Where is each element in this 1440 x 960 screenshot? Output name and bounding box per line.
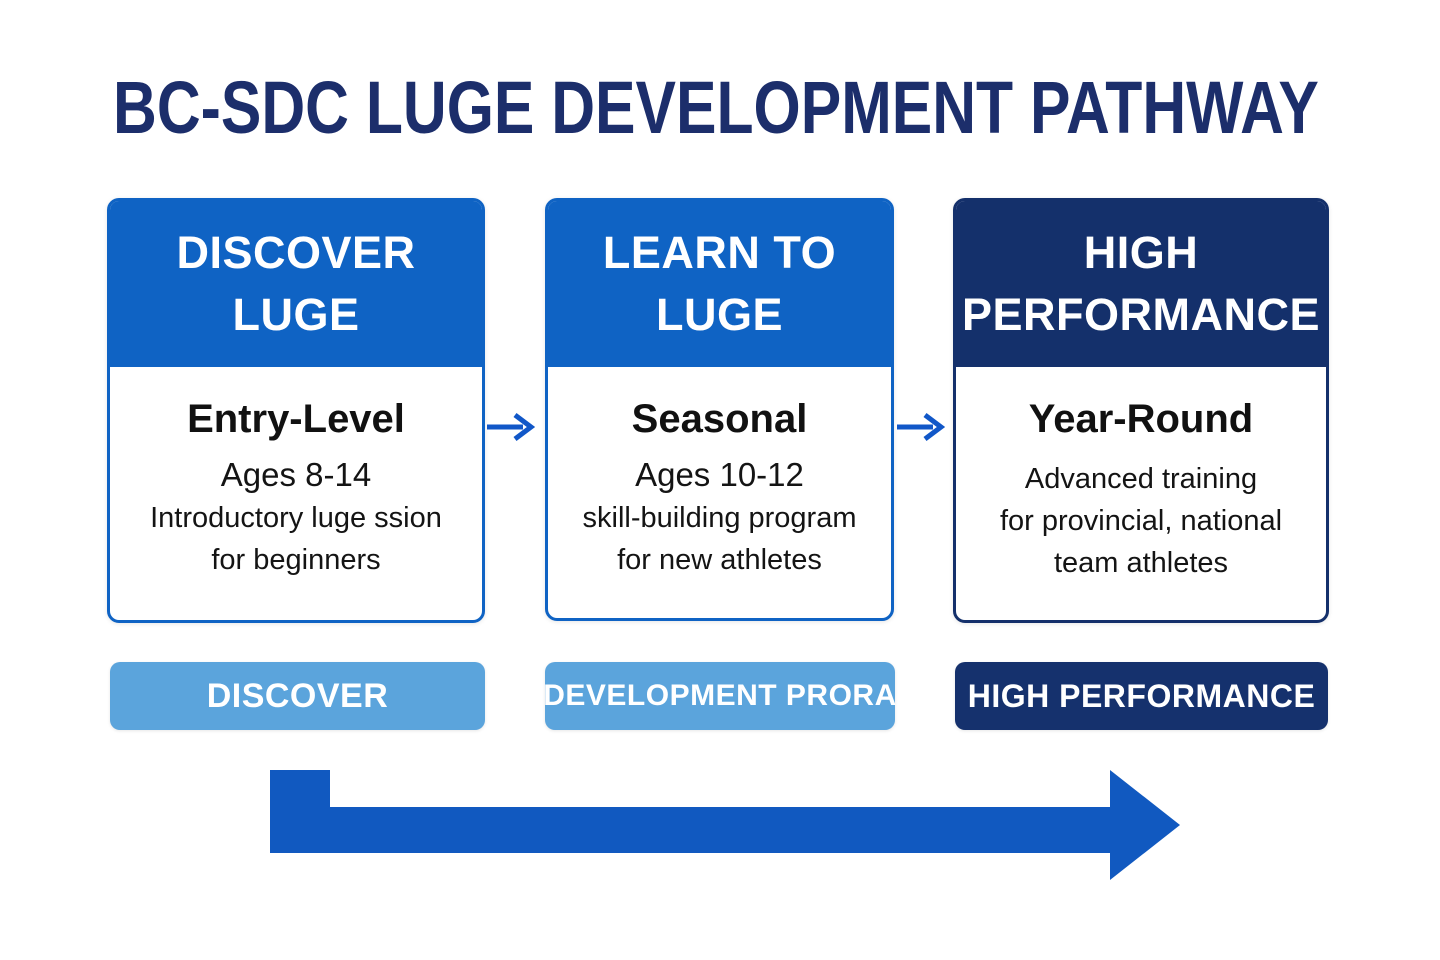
stage-badge-label: HIGH PERFORMANCE — [967, 677, 1316, 714]
stage-subtitle: Year-Round — [1028, 397, 1254, 441]
stage-description: Introductory luge ssion for beginners — [110, 497, 482, 581]
stage-card-discover-luge: DISCOVER LUGE Entry-Level Ages 8-14 Intr… — [107, 198, 485, 623]
page-title: BC-SDC LUGE DEVELOPMENT PATHWAY — [113, 66, 1319, 149]
stage-body: Year-Round Advanced training for provinc… — [956, 397, 1326, 584]
stage-ages: Ages 10-12 — [635, 456, 804, 493]
stage-header: DISCOVER LUGE — [110, 201, 482, 367]
stage-description-line: Introductory luge ssion — [150, 502, 442, 534]
stage-description-line: for beginners — [211, 544, 381, 576]
stage-badge-label: DEVELOPMENT PRORA — [543, 679, 897, 712]
stage-description-line: skill-building program — [582, 502, 857, 534]
stage-description-line: for new athletes — [617, 544, 822, 576]
stage-subtitle: Seasonal — [631, 397, 808, 441]
pathway-arrow-icon — [270, 770, 1180, 880]
stage-header-line: LUGE — [655, 289, 783, 340]
stage-header-line: HIGH — [1083, 227, 1199, 278]
stage-description: skill-building program for new athletes — [548, 497, 891, 581]
stage-header-line: PERFORMANCE — [961, 289, 1320, 340]
stage-badge-development: DEVELOPMENT PRORA — [543, 662, 897, 730]
stage-body: Entry-Level Ages 8-14 Introductory luge … — [110, 397, 482, 581]
stage-description: Advanced training for provincial, nation… — [956, 458, 1326, 584]
stage-ages: Ages 8-14 — [220, 456, 372, 493]
stage-header-line: LEARN TO — [602, 227, 837, 278]
stage-header-line: DISCOVER — [176, 227, 416, 278]
stage-header: HIGH PERFORMANCE — [956, 201, 1326, 367]
stage-header-line: LUGE — [232, 289, 360, 340]
arrow-right-icon — [487, 413, 535, 441]
stage-badge-high-performance: HIGH PERFORMANCE — [955, 662, 1328, 730]
stage-subtitle: Entry-Level — [187, 397, 405, 441]
stage-badge-discover: DISCOVER — [110, 662, 485, 730]
stage-card-high-performance: HIGH PERFORMANCE Year-Round Advanced tra… — [953, 198, 1329, 623]
stage-badge-label: DISCOVER — [206, 676, 389, 715]
arrow-right-icon — [897, 413, 945, 441]
stage-description-line: team athletes — [1053, 547, 1229, 579]
stage-header: LEARN TO LUGE — [548, 201, 891, 367]
stage-description-line: Advanced training — [1024, 463, 1258, 495]
stage-body: Seasonal Ages 10-12 skill-building progr… — [548, 397, 891, 581]
stage-description-line: for provincial, national — [999, 505, 1283, 537]
stage-card-learn-to-luge: LEARN TO LUGE Seasonal Ages 10-12 skill-… — [545, 198, 894, 621]
